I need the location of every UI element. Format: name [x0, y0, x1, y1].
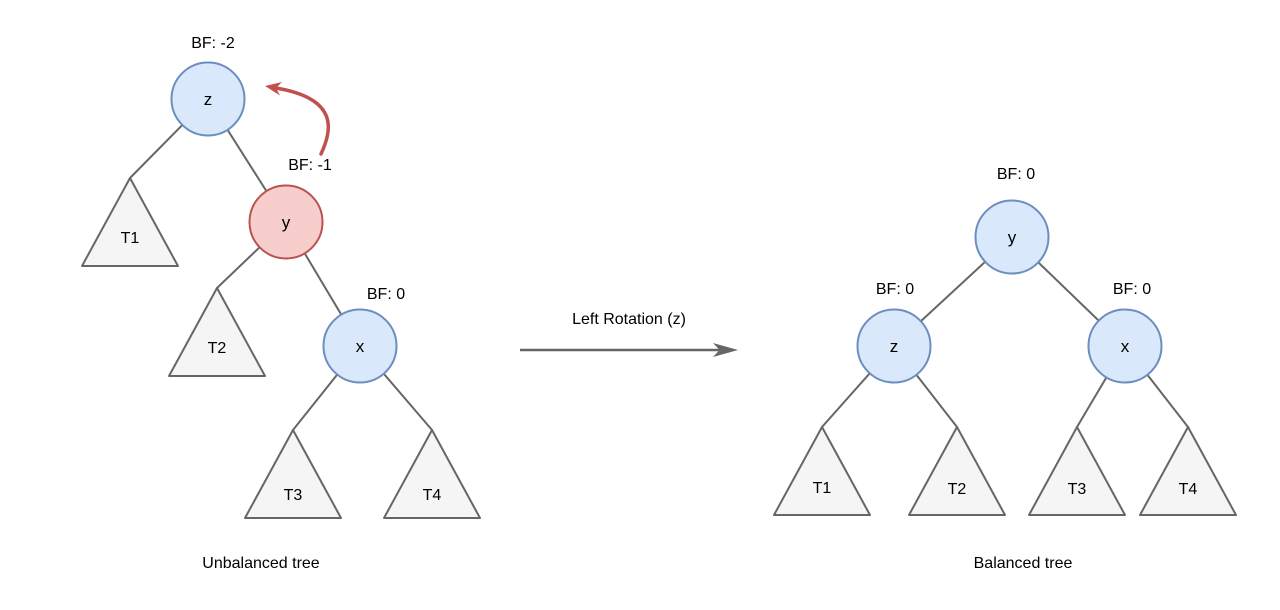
- subtree-t3-label: T3: [284, 487, 303, 504]
- subtree-t4-label: T4: [1179, 481, 1198, 498]
- node-y-label: y: [1008, 228, 1017, 247]
- node-y-label: y: [282, 213, 291, 232]
- node-z: [170, 61, 246, 137]
- node-x-balance-factor: BF: 0: [1113, 281, 1151, 298]
- subtree-t1: [81, 177, 179, 267]
- subtree-t4-label: T4: [423, 487, 442, 504]
- node-x: [322, 308, 398, 384]
- balanced-caption: Balanced tree: [974, 555, 1073, 572]
- node-y-balance-factor: BF: 0: [997, 166, 1035, 183]
- subtree-t3: [1028, 426, 1126, 516]
- node-z-balance-factor: BF: 0: [876, 281, 914, 298]
- unbalanced-caption: Unbalanced tree: [202, 555, 320, 572]
- node-z-balance-factor: BF: -2: [191, 35, 235, 52]
- node-x: [1087, 308, 1163, 384]
- subtree-t3-label: T3: [1068, 481, 1087, 498]
- rotation-transform: Left Rotation (z): [520, 311, 738, 357]
- subtree-t4: [1139, 426, 1237, 516]
- unbalanced-tree: T1 T2 T3 T4 z BF: -2 y BF: -1 x BF: 0 Un…: [81, 35, 481, 572]
- rotation-curved-arrow-icon: [265, 82, 330, 156]
- node-x-label: x: [1121, 337, 1130, 356]
- subtree-t1: [773, 426, 871, 516]
- node-y: [248, 184, 324, 260]
- node-z-label: z: [890, 337, 899, 356]
- subtree-t3: [244, 429, 342, 519]
- subtree-t1-label: T1: [121, 230, 140, 247]
- node-z: [856, 308, 932, 384]
- subtree-t2-label: T2: [948, 481, 967, 498]
- balanced-tree: T1 T2 T3 T4 y BF: 0 z BF: 0 x BF: 0 Bala…: [773, 166, 1237, 572]
- node-y: [974, 199, 1050, 275]
- node-x-balance-factor: BF: 0: [367, 286, 405, 303]
- subtree-t1-label: T1: [813, 480, 832, 497]
- node-x-label: x: [356, 337, 365, 356]
- node-y-balance-factor: BF: -1: [288, 157, 332, 174]
- node-z-label: z: [204, 90, 213, 109]
- subtree-t2-label: T2: [208, 340, 227, 357]
- subtree-t2: [168, 287, 266, 377]
- subtree-t2: [908, 426, 1006, 516]
- right-arrow-icon: [520, 343, 738, 357]
- rotation-label: Left Rotation (z): [572, 311, 686, 328]
- subtree-t4: [383, 429, 481, 519]
